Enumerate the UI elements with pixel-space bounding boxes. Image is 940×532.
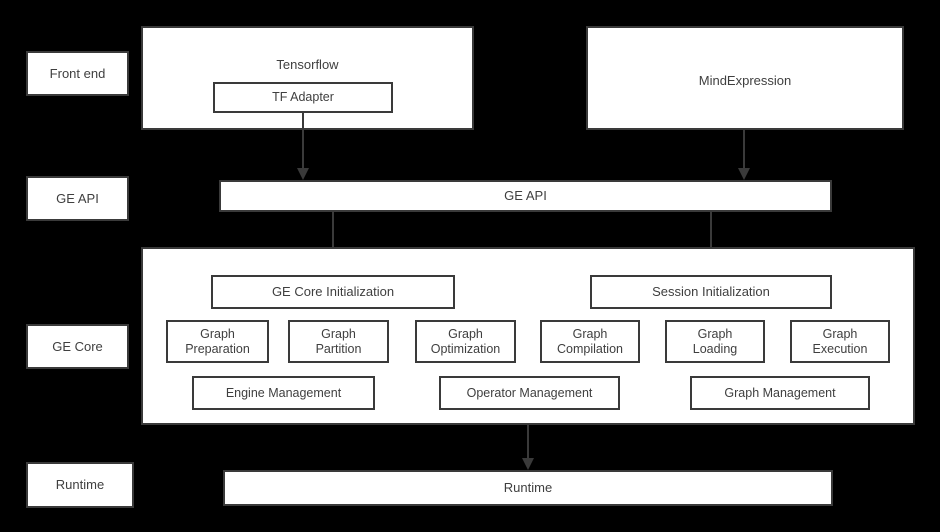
- layer-label-runtime: Runtime: [26, 462, 134, 508]
- stage-graph-compilation: Graph Compilation: [540, 320, 640, 363]
- ge-api-bar: GE API: [219, 180, 832, 212]
- stage-graph-loading: Graph Loading: [665, 320, 765, 363]
- management-graph: Graph Management: [690, 376, 870, 410]
- stage-graph-preparation: Graph Preparation: [166, 320, 269, 363]
- management-engine: Engine Management: [192, 376, 375, 410]
- management-operator: Operator Management: [439, 376, 620, 410]
- tensorflow-title: Tensorflow: [276, 57, 339, 72]
- runtime-bar: Runtime: [223, 470, 833, 506]
- stage-graph-partition: Graph Partition: [288, 320, 389, 363]
- arrow-tfadapter-to-geapi: [297, 112, 309, 180]
- stage-graph-optimization: Graph Optimization: [415, 320, 516, 363]
- layer-label-front-end: Front end: [26, 51, 129, 96]
- arrow-gecore-to-runtime: [522, 425, 534, 470]
- tf-adapter-box: TF Adapter: [213, 82, 393, 113]
- ge-core-initialization-box: GE Core Initialization: [211, 275, 455, 309]
- mindexpression-title: MindExpression: [698, 73, 792, 88]
- session-initialization-box: Session Initialization: [590, 275, 832, 309]
- stage-graph-execution: Graph Execution: [790, 320, 890, 363]
- mindexpression-group: MindExpression: [586, 26, 904, 130]
- layer-label-ge-core: GE Core: [26, 324, 129, 369]
- layer-label-ge-api: GE API: [26, 176, 129, 221]
- arrow-mindexpression-to-geapi: [738, 130, 750, 180]
